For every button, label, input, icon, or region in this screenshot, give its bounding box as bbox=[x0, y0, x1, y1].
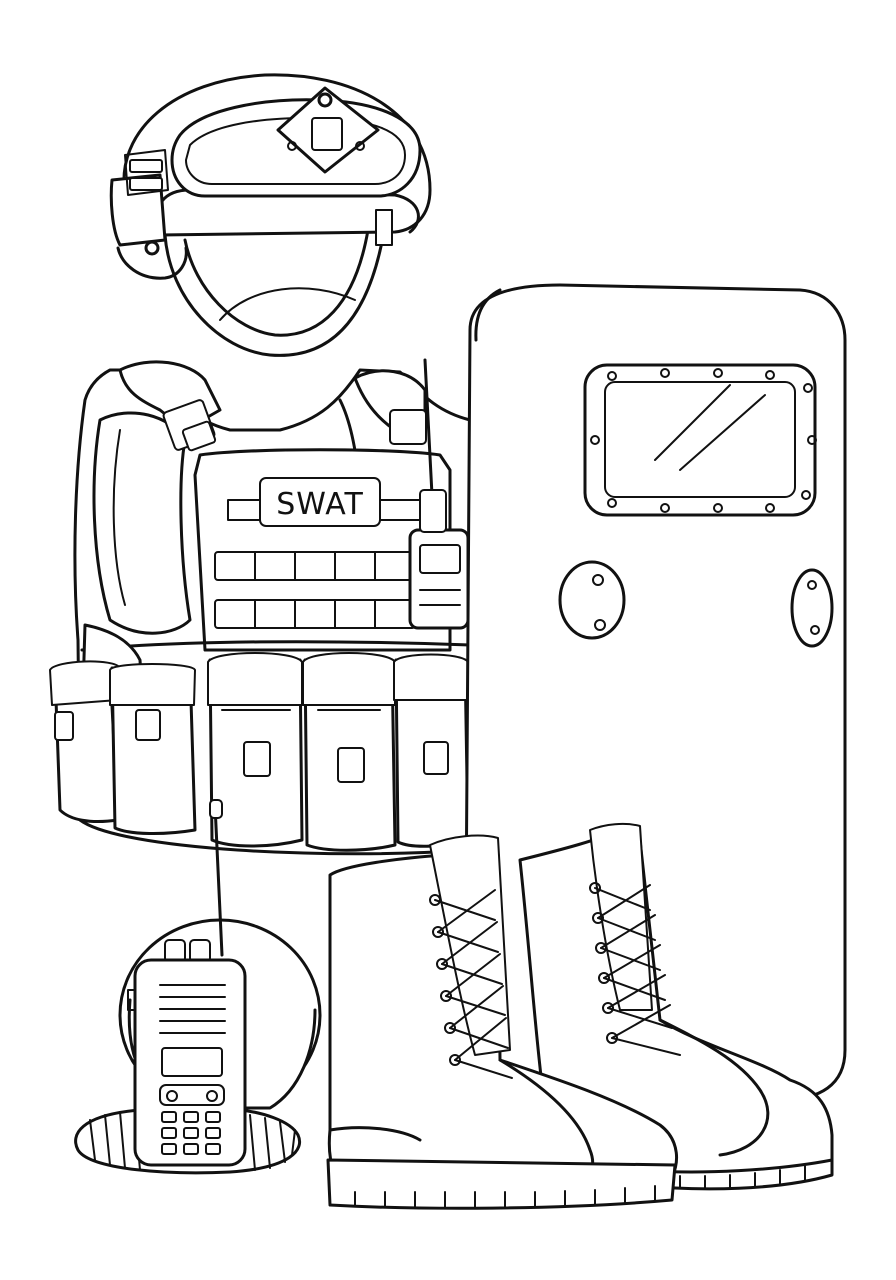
vest-radio bbox=[408, 358, 470, 630]
handheld-radio bbox=[74, 799, 322, 1175]
swat-patch bbox=[259, 477, 381, 527]
tactical-vest: SWAT bbox=[49, 358, 472, 856]
helmet bbox=[109, 73, 432, 357]
pouch-row bbox=[49, 652, 470, 852]
boot-left bbox=[326, 834, 679, 1210]
swat-patch-label: SWAT bbox=[276, 487, 364, 522]
boot-left-laces bbox=[429, 889, 513, 1079]
boot-right-laces bbox=[589, 882, 681, 1056]
viewport-rivets bbox=[590, 368, 817, 513]
radio-keypad bbox=[161, 1111, 221, 1155]
boots bbox=[326, 822, 834, 1210]
